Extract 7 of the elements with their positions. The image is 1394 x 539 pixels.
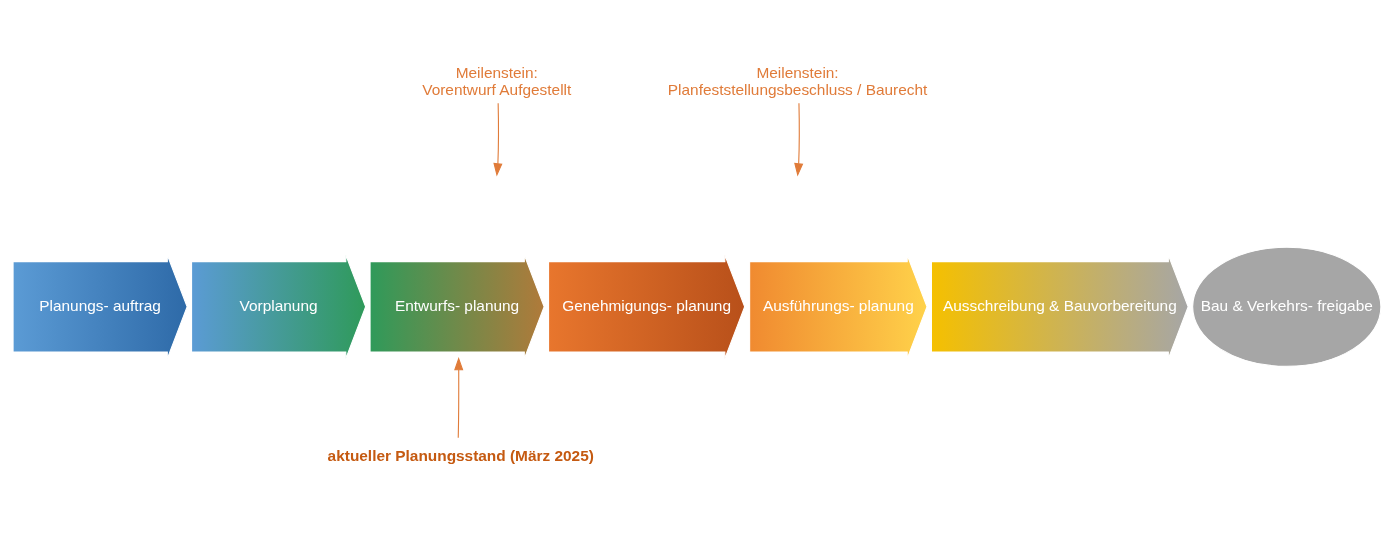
node-text: Meilenstein: Vorentwurf Aufgestellt [422, 64, 572, 98]
node-ellipse: Bau & Verkehrs- freigabe [1192, 246, 1382, 367]
node-text: Meilenstein: Planfeststellungsbeschluss / Baurecht [667, 64, 928, 98]
arrow [454, 357, 464, 439]
arrow [794, 102, 804, 177]
node-text: aktueller Planungsstand (März 2025) [327, 446, 594, 464]
arrow [493, 102, 503, 177]
